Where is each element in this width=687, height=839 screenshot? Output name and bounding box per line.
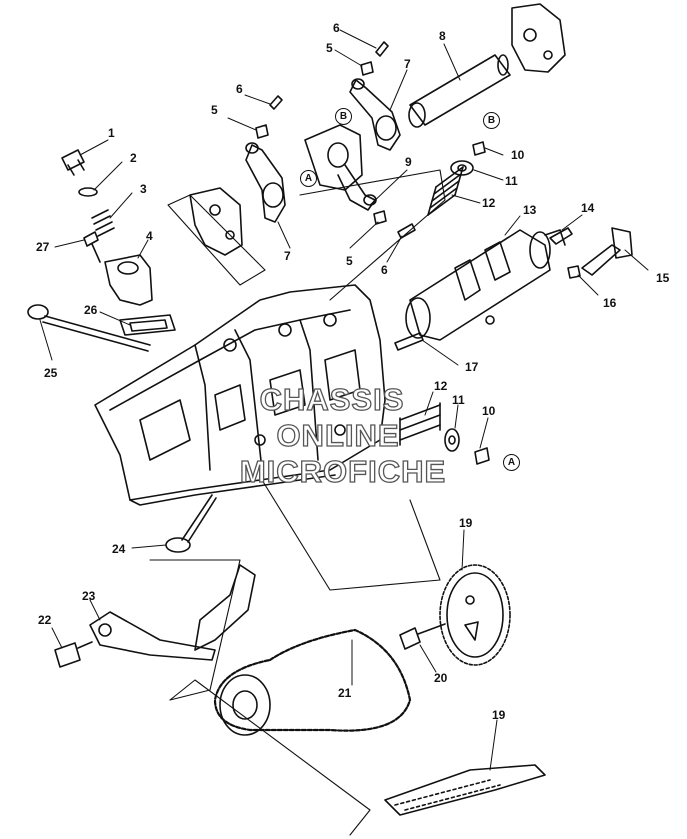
callout-5-top: 5 <box>326 41 333 55</box>
decompressor-lever <box>581 227 633 276</box>
tensioner-bolt-1 <box>61 149 85 176</box>
rocker-arm-center <box>304 124 377 211</box>
cam-sprocket-19-hub <box>446 572 504 658</box>
oring-2 <box>78 187 98 197</box>
ref-tag-a-lower: A <box>503 454 520 471</box>
callout-26: 26 <box>84 303 98 317</box>
callout-1: 1 <box>108 126 115 140</box>
tensioner-arm-23 <box>89 611 216 661</box>
callout-6-top: 6 <box>333 21 340 35</box>
callout-23: 23 <box>82 589 96 603</box>
rocker-arm-upper <box>349 78 401 151</box>
callout-17: 17 <box>465 360 479 374</box>
callout-21: 21 <box>338 686 352 700</box>
cylinder-head <box>94 284 386 506</box>
rocker-shaft <box>408 54 511 128</box>
valve-24 <box>165 494 217 553</box>
valve-spring-lower <box>399 402 441 446</box>
spring-retainers <box>444 141 490 465</box>
callout-7-upper: 7 <box>404 57 411 71</box>
chain-guide-lower-19 <box>384 764 546 816</box>
callout-25: 25 <box>44 366 58 380</box>
crank-sprocket <box>219 674 271 736</box>
clip-16 <box>567 265 581 279</box>
callout-12-upper: 12 <box>482 196 496 210</box>
callout-6-center: 6 <box>381 263 388 277</box>
group-outline-lines <box>149 169 446 836</box>
ref-tag-a-upper: A <box>300 170 317 187</box>
callout-22: 22 <box>38 613 52 627</box>
bolt-20 <box>399 623 446 650</box>
callout-2: 2 <box>130 151 137 165</box>
callout-10-lower: 10 <box>482 404 496 418</box>
bolt-22 <box>54 641 93 668</box>
rocker-support-block <box>189 187 243 256</box>
callout-19-guide: 19 <box>492 708 506 722</box>
leader-lines <box>39 29 649 771</box>
callout-24: 24 <box>112 542 126 556</box>
callout-27: 27 <box>36 240 50 254</box>
callout-7-lower: 7 <box>284 249 291 263</box>
pin-14 <box>549 227 573 245</box>
chain-guide-upper <box>194 564 256 651</box>
callout-3: 3 <box>140 182 147 196</box>
watermark-line-2: ONLINE <box>276 418 400 453</box>
callout-5-center: 5 <box>346 254 353 268</box>
callout-20: 20 <box>434 671 448 685</box>
callout-10-upper: 10 <box>511 148 525 162</box>
gasket-26 <box>119 314 176 336</box>
callout-11-upper: 11 <box>505 174 518 188</box>
callout-14: 14 <box>581 201 595 215</box>
callout-9: 9 <box>405 155 412 169</box>
rocker-shaft-bracket <box>511 3 566 73</box>
ref-tag-b-upper: B <box>335 108 352 125</box>
bolt-27 <box>83 231 101 263</box>
callout-13: 13 <box>523 203 537 217</box>
rocker-arm-left <box>245 142 286 223</box>
callout-6-left: 6 <box>236 82 243 96</box>
callout-11-lower: 11 <box>452 393 465 407</box>
pin-17 <box>394 332 424 351</box>
callout-15: 15 <box>656 271 670 285</box>
camshaft <box>405 229 566 341</box>
valve-25 <box>27 304 151 352</box>
callout-12-lower: 12 <box>434 379 448 393</box>
callout-19-sprocket: 19 <box>459 516 473 530</box>
callout-8: 8 <box>439 29 446 43</box>
cam-sprocket-19 <box>439 564 511 666</box>
adjuster-nuts <box>255 41 416 239</box>
timing-chain-21 <box>213 628 412 732</box>
tensioner-body-4 <box>104 254 153 306</box>
watermark-line-3: MICROFICHE <box>239 454 447 489</box>
callout-16: 16 <box>603 296 617 310</box>
callout-4: 4 <box>146 229 153 243</box>
ref-tag-b-right: B <box>483 112 500 129</box>
callout-5-left: 5 <box>211 103 218 117</box>
spring-3 <box>91 209 115 237</box>
watermark-line-1: CHASSIS <box>259 382 405 417</box>
